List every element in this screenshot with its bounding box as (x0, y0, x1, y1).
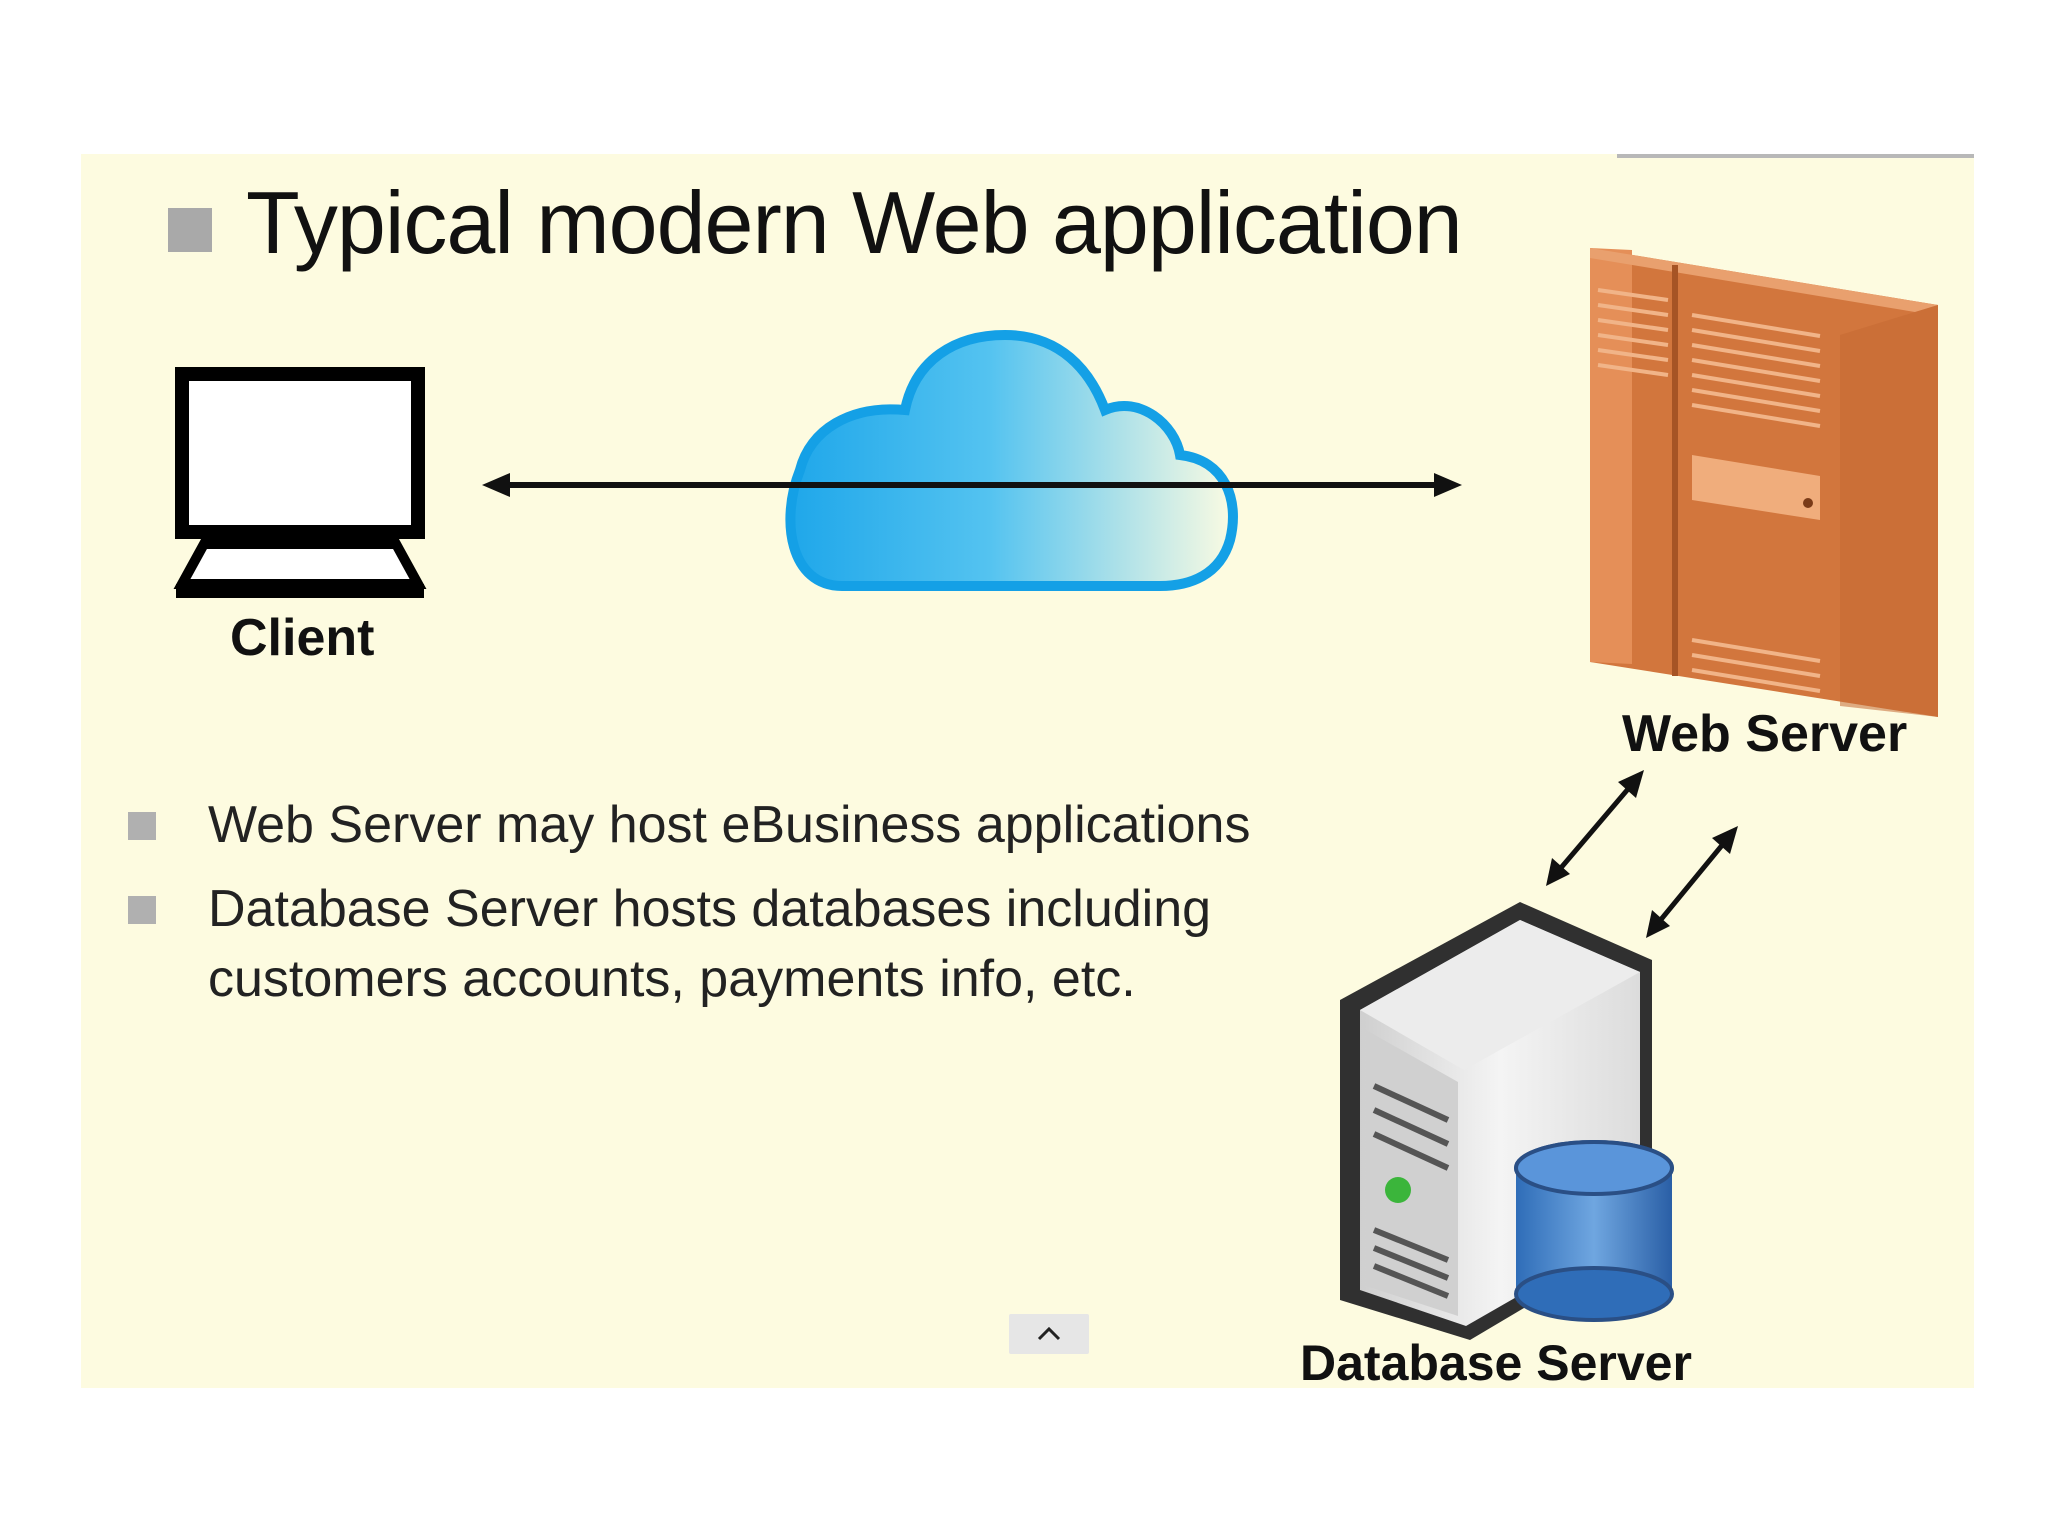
bullet-text: Web Server may host eBusiness applicatio… (208, 796, 1251, 854)
divider (1617, 154, 1974, 158)
database-server-label-clip: Database Server (1300, 1330, 1800, 1388)
bullet-marker (128, 896, 156, 924)
webserver-database-arrows (1546, 770, 1738, 938)
web-server-label: Web Server (1622, 705, 1908, 763)
database-server-label: Database Server (1300, 1335, 1692, 1388)
chevron-up-icon (1037, 1326, 1061, 1341)
client-label: Client (230, 609, 375, 667)
bullet-text-continuation: customers accounts, payments info, etc. (208, 950, 1136, 1008)
client-webserver-arrow (482, 473, 1462, 497)
bullet-text: Database Server hosts databases includin… (208, 880, 1212, 938)
scroll-up-button[interactable] (1009, 1314, 1089, 1354)
title-bullet (168, 208, 212, 252)
cloud-icon (785, 329, 1238, 591)
bullet-marker (128, 812, 156, 840)
slide-title: Typical modern Web application (246, 173, 1463, 272)
server-cabinet-icon (1590, 248, 1938, 717)
computer-monitor-icon (173, 367, 427, 598)
database-server-icon (1340, 902, 1674, 1340)
